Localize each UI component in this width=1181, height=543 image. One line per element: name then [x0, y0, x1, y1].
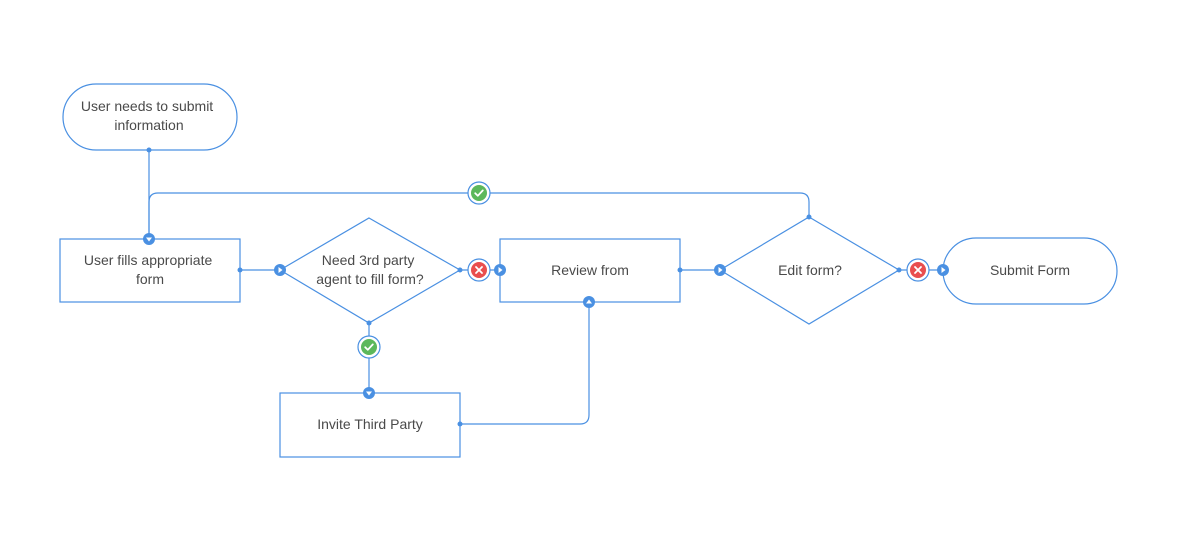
- port-dot: [677, 267, 683, 273]
- close-icon[interactable]: [906, 258, 930, 282]
- edit-form-label: Edit form?: [778, 262, 842, 278]
- review-label: Review from: [551, 262, 629, 278]
- arrow-down-icon: [363, 387, 375, 399]
- fill-form-label: User fills appropriate form: [84, 252, 216, 287]
- arrow-right-icon: [937, 264, 949, 276]
- arrow-right-icon: [714, 264, 726, 276]
- check-icon[interactable]: [357, 335, 381, 359]
- arrow-right-icon: [274, 264, 286, 276]
- connector-invite-to-review: [460, 302, 590, 425]
- need-third-party-label: Need 3rd party agent to fill form?: [316, 252, 424, 287]
- port-dot: [457, 267, 463, 273]
- invite-third-party-label: Invite Third Party: [317, 416, 423, 432]
- review-process-node[interactable]: [499, 238, 681, 303]
- start-label: User needs to submit information: [81, 98, 217, 133]
- invite-third-party-process-node[interactable]: [279, 392, 461, 458]
- port-dot: [457, 421, 463, 427]
- port-dot: [146, 147, 152, 153]
- check-icon[interactable]: [467, 181, 491, 205]
- port-dot: [896, 267, 902, 273]
- submit-label: Submit Form: [990, 262, 1070, 278]
- port-dot: [237, 267, 243, 273]
- port-dot: [806, 214, 812, 220]
- arrow-up-icon: [583, 296, 595, 308]
- arrow-right-icon: [494, 264, 506, 276]
- edit-form-decision-node[interactable]: [718, 216, 901, 325]
- close-icon[interactable]: [467, 258, 491, 282]
- arrow-down-icon: [143, 233, 155, 245]
- port-dot: [366, 320, 372, 326]
